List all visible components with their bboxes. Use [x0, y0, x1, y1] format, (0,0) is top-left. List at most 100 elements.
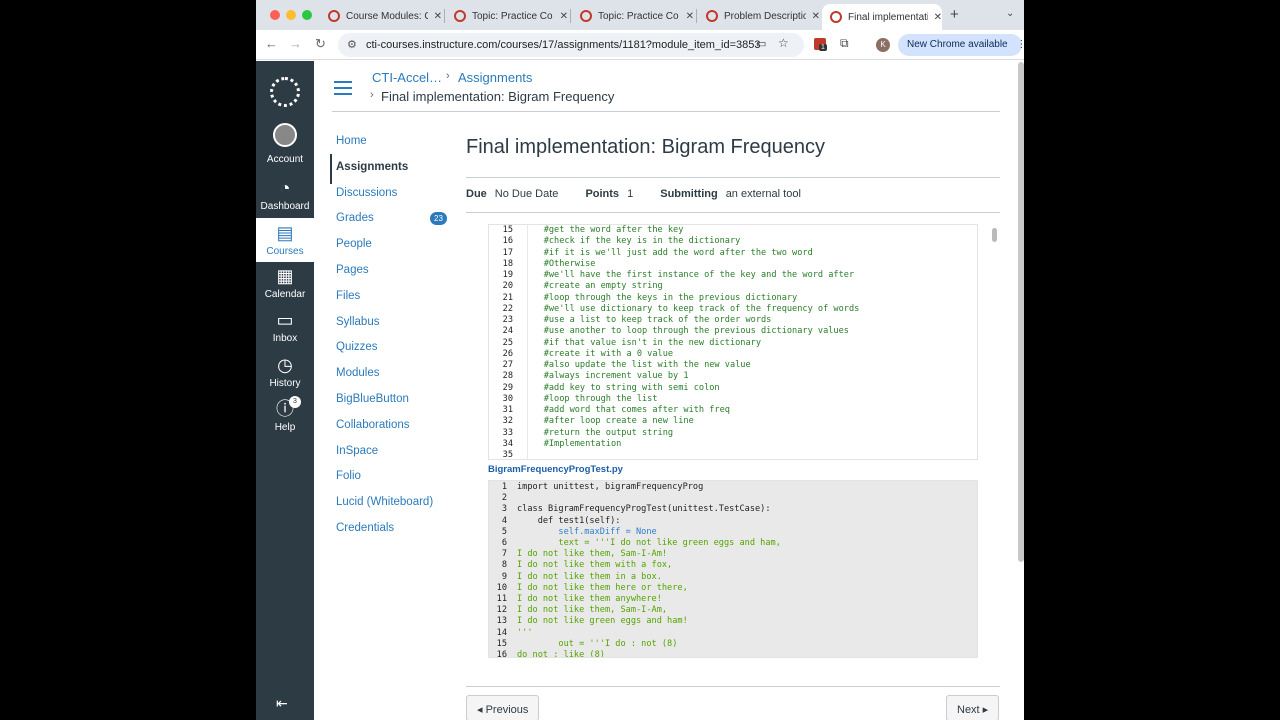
line-number: 19: [502, 270, 513, 280]
global-navigation: Account ◔ Dashboard ▤ Courses ▦ Calendar…: [256, 61, 314, 720]
line-number: 1: [501, 482, 507, 492]
global-nav-dashboard[interactable]: ◔ Dashboard: [256, 177, 314, 217]
minimize-window-button[interactable]: [286, 10, 296, 20]
breadcrumb-assignments[interactable]: Assignments: [458, 70, 533, 85]
browser-tab[interactable]: Problem Descriptio ✕: [698, 4, 820, 28]
forward-icon[interactable]: →: [289, 36, 302, 51]
course-nav-discussions[interactable]: Discussions: [336, 187, 398, 199]
code-scrollbar[interactable]: [992, 228, 997, 242]
code-text: #use another to loop through the previou…: [523, 326, 849, 337]
code-line: 14''': [489, 628, 533, 639]
page-scrollbar[interactable]: [1018, 62, 1024, 562]
code-text: #we'll use dictionary to keep track of t…: [523, 303, 860, 314]
new-chrome-available-button[interactable]: New Chrome available ⋮: [898, 34, 1024, 56]
global-nav-inbox[interactable]: ▭ Inbox: [256, 309, 314, 349]
course-nav-home[interactable]: Home: [336, 135, 367, 147]
reload-icon[interactable]: ↻: [315, 36, 326, 51]
code-line: 22 #we'll use dictionary to keep track o…: [489, 303, 860, 315]
collapse-nav-icon[interactable]: ⇤: [276, 695, 288, 711]
bookmark-star-icon[interactable]: ☆: [778, 36, 789, 50]
course-nav-inspace[interactable]: InSpace: [336, 445, 379, 457]
close-tab-icon[interactable]: ✕: [685, 10, 694, 22]
line-number: 22: [502, 303, 513, 314]
code-text: #loop through the list: [523, 393, 658, 404]
code-text: #loop through the keys in the previous d…: [523, 292, 798, 303]
line-number: 3: [501, 504, 507, 515]
line-number: 6: [501, 538, 507, 548]
breadcrumb-course[interactable]: CTI-Accel…: [372, 70, 443, 85]
chevron-right-icon: ›: [446, 70, 450, 82]
extension-icon[interactable]: 1: [814, 38, 827, 51]
hamburger-menu-icon[interactable]: [334, 81, 352, 95]
canvas-favicon-icon: [580, 10, 592, 22]
extensions-puzzle-icon[interactable]: ⧉: [840, 36, 849, 50]
tab-separator: [444, 9, 445, 23]
close-window-button[interactable]: [270, 10, 280, 20]
canvas-logo-icon[interactable]: [270, 77, 300, 107]
global-nav-account[interactable]: Account: [256, 123, 314, 167]
global-nav-calendar[interactable]: ▦ Calendar: [256, 265, 314, 305]
course-nav-files[interactable]: Files: [336, 290, 361, 302]
account-icon: [256, 123, 314, 152]
code-line: 32 #after loop create a new line: [489, 416, 694, 427]
previous-button[interactable]: ◂ Previous: [466, 695, 540, 720]
code-line: 35: [489, 450, 523, 460]
new-tab-icon[interactable]: +: [950, 6, 959, 23]
global-nav-courses[interactable]: ▤ Courses: [256, 218, 314, 262]
line-number: 15: [502, 225, 513, 235]
calendar-icon: ▦: [276, 266, 294, 286]
course-nav-quizzes[interactable]: Quizzes: [336, 341, 378, 353]
global-nav-history[interactable]: ◷ History: [256, 354, 314, 394]
browser-tab[interactable]: Topic: Practice Co ✕: [572, 4, 694, 28]
code-text: class BigramFrequencyProgTest(unittest.T…: [517, 504, 771, 515]
course-nav-credentials[interactable]: Credentials: [336, 522, 395, 534]
course-nav-grades[interactable]: Grades: [336, 212, 374, 224]
course-nav-collaborations[interactable]: Collaborations: [336, 419, 410, 431]
page-title: Final implementation: Bigram Frequency: [466, 136, 826, 158]
course-nav-modules[interactable]: Modules: [336, 367, 380, 379]
course-nav-people[interactable]: People: [336, 238, 372, 250]
tab-search-icon[interactable]: ⌄: [1006, 8, 1015, 19]
browser-tab[interactable]: Course Modules: C ✕: [320, 4, 442, 28]
global-nav-help[interactable]: ⓘ Help 3: [256, 396, 314, 438]
course-nav-pages[interactable]: Pages: [336, 264, 369, 276]
line-number: 35: [502, 450, 513, 460]
course-nav-bigbluebutton[interactable]: BigBlueButton: [336, 393, 409, 405]
more-menu-icon[interactable]: ⋮: [1016, 39, 1024, 50]
course-nav-lucid[interactable]: Lucid (Whiteboard): [336, 496, 434, 508]
canvas-favicon-icon: [830, 11, 842, 23]
close-tab-icon[interactable]: ✕: [559, 10, 568, 22]
course-nav-assignments[interactable]: Assignments: [336, 161, 409, 173]
site-info-icon[interactable]: ⚙: [347, 39, 357, 51]
code-text: I do not like them here or there,: [517, 582, 688, 593]
browser-tab-active[interactable]: Final implementatio ✕: [822, 4, 942, 30]
course-nav-syllabus[interactable]: Syllabus: [336, 316, 380, 328]
code-text: #create an empty string: [523, 281, 663, 292]
close-tab-icon[interactable]: ✕: [433, 10, 442, 22]
cast-icon[interactable]: ▭: [756, 38, 767, 50]
close-tab-icon[interactable]: ✕: [811, 10, 820, 22]
next-button[interactable]: Next ▸: [946, 695, 1000, 720]
code-text: I do not like green eggs and ham!: [517, 616, 688, 627]
code-text: def test1(self):: [517, 515, 621, 526]
divider: [466, 212, 1000, 213]
code-line: 17 #if it is we'll just add the word aft…: [489, 248, 813, 259]
close-tab-icon[interactable]: ✕: [933, 11, 942, 23]
line-number: 30: [502, 393, 513, 404]
maximize-window-button[interactable]: [302, 10, 312, 20]
browser-tab[interactable]: Topic: Practice Co ✕: [446, 4, 568, 28]
profile-avatar[interactable]: K: [876, 38, 890, 52]
course-nav-folio[interactable]: Folio: [336, 470, 361, 482]
address-bar[interactable]: ⚙ cti-courses.instructure.com/courses/17…: [338, 33, 804, 57]
code-text: ''': [517, 627, 533, 638]
back-icon[interactable]: ←: [265, 36, 278, 51]
help-icon: ⓘ: [276, 399, 294, 419]
